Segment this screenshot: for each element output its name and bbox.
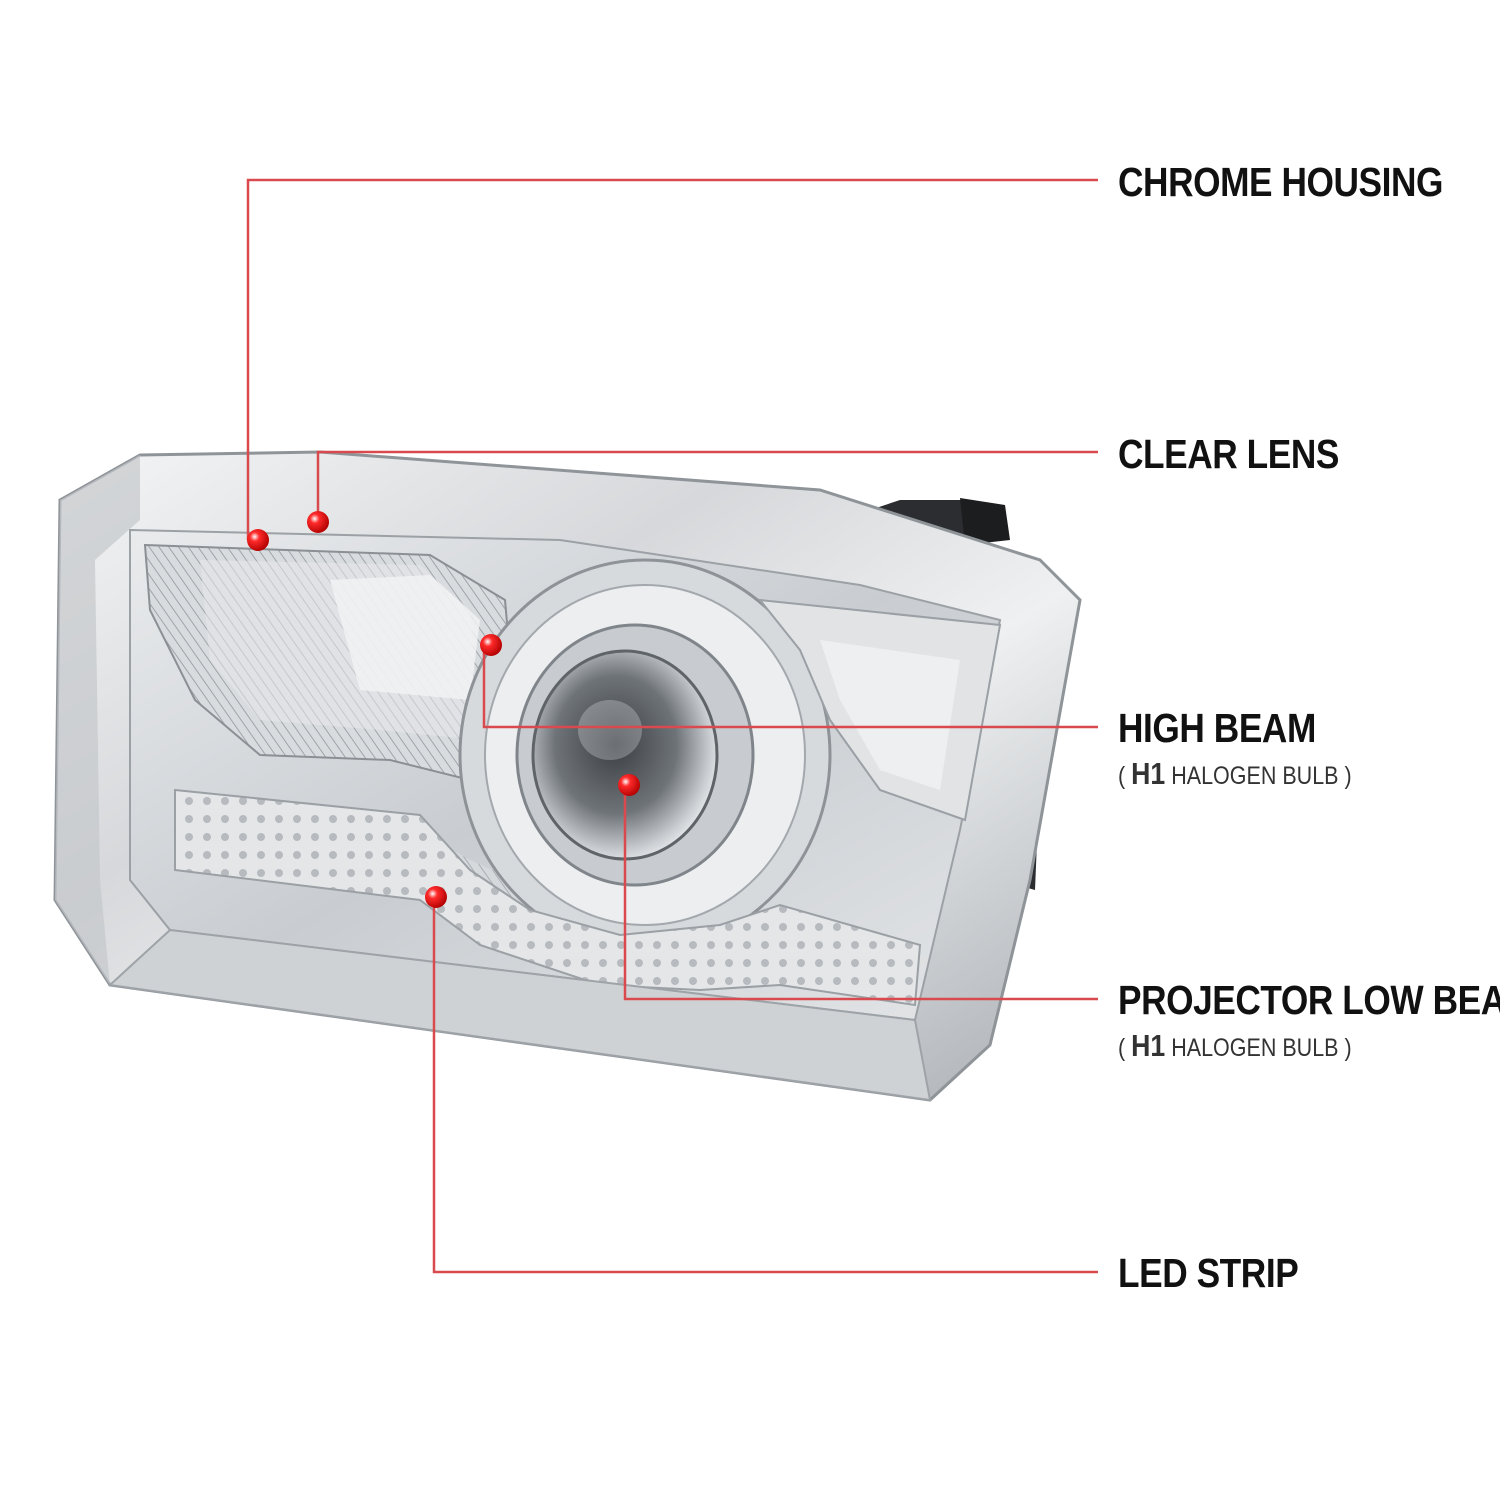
label-high-beam: HIGH BEAM bbox=[1118, 705, 1316, 751]
leader-led-strip bbox=[432, 897, 1098, 1274]
bulb-code: H1 bbox=[1131, 756, 1166, 791]
label-projector-low-beam: PROJECTOR LOW BEAM bbox=[1118, 977, 1500, 1023]
label-chrome-housing: CHROME HOUSING bbox=[1118, 159, 1444, 205]
label-clear-lens: CLEAR LENS bbox=[1118, 431, 1339, 477]
sublabel-open-paren: ( bbox=[1118, 1034, 1126, 1062]
sublabel-close-paren: ) bbox=[1344, 1034, 1352, 1062]
projector-assembly bbox=[458, 558, 832, 952]
sublabel-high-beam: ( H1 HALOGEN BULB ) bbox=[1118, 758, 1352, 789]
bulb-type: HALOGEN BULB bbox=[1171, 1034, 1339, 1062]
leader-projector-low-beam bbox=[623, 785, 1098, 1001]
leader-clear-lens bbox=[316, 450, 1098, 522]
sublabel-close-paren: ) bbox=[1344, 762, 1352, 790]
sublabel-projector-low-beam: ( H1 HALOGEN BULB ) bbox=[1118, 1030, 1352, 1061]
markers bbox=[247, 511, 640, 908]
marker-led-strip bbox=[425, 886, 447, 908]
led-strip-shape bbox=[174, 788, 922, 1007]
leader-chrome-housing bbox=[246, 178, 1098, 540]
bulb-code: H1 bbox=[1131, 1028, 1166, 1063]
marker-high-beam bbox=[480, 634, 502, 656]
marker-chrome-housing bbox=[247, 529, 269, 551]
bulb-type: HALOGEN BULB bbox=[1171, 762, 1339, 790]
marker-clear-lens bbox=[307, 511, 329, 533]
marker-projector-low-beam bbox=[618, 774, 640, 796]
sublabel-open-paren: ( bbox=[1118, 762, 1126, 790]
label-led-strip: LED STRIP bbox=[1118, 1250, 1299, 1296]
